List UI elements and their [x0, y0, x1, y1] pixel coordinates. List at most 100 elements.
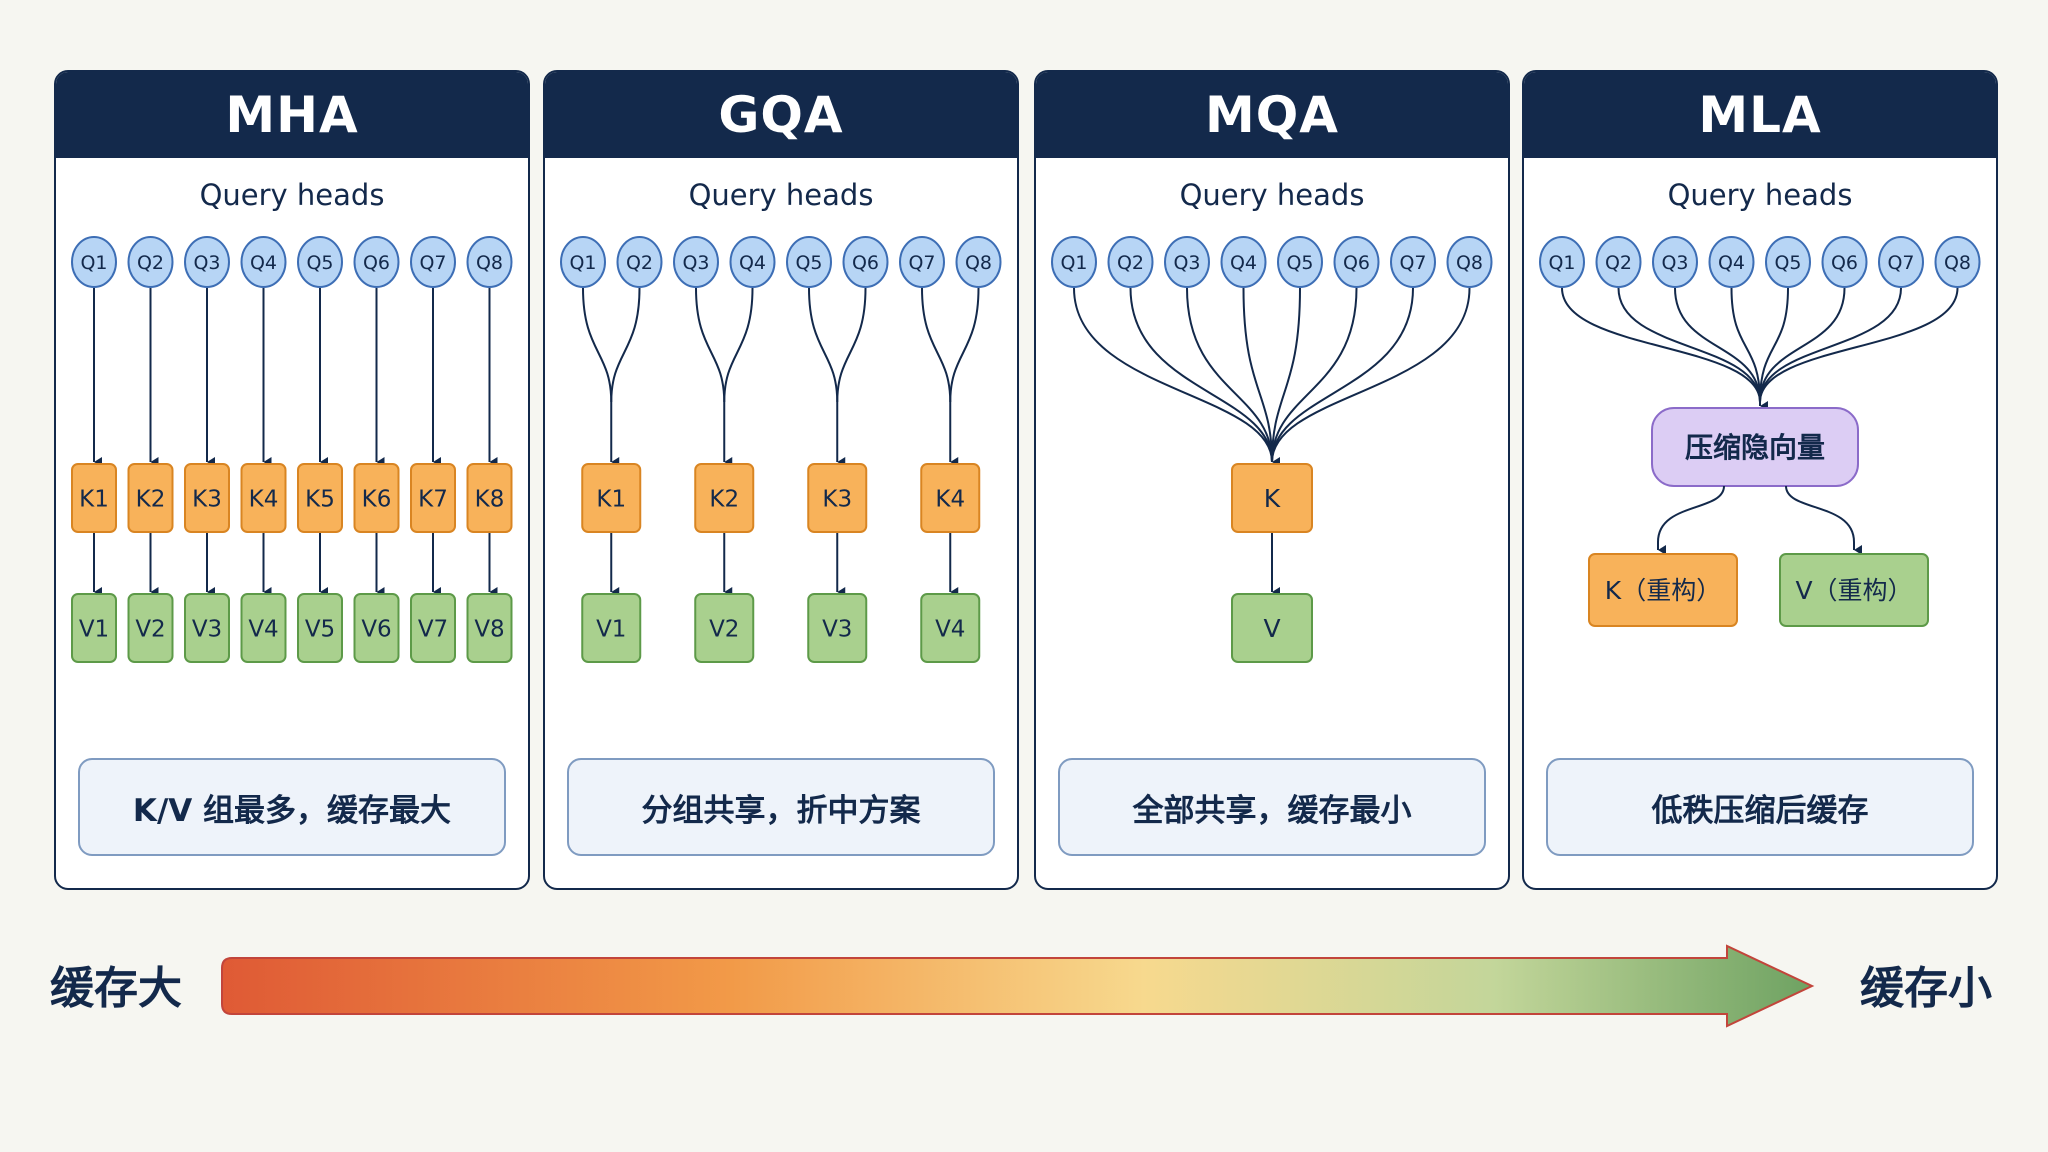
query-head-q3: Q3: [673, 236, 719, 288]
gradient-arrow: [221, 944, 1815, 1028]
svg-text:Q8: Q8: [1456, 252, 1483, 274]
query-head-q3: Q3: [184, 236, 230, 288]
mla-diagram: 压缩隐向量 K（重构） V（重构） Q1 Q2 Q3 Q4 Q5 Q6 Q7 Q8: [1539, 236, 1981, 627]
svg-text:Q8: Q8: [476, 252, 503, 274]
query-head-q3: Q3: [1164, 236, 1210, 288]
svg-text:Q4: Q4: [1718, 252, 1745, 274]
value-1: V1: [71, 593, 117, 663]
svg-text:Q2: Q2: [626, 252, 653, 274]
panel-title: MLA: [1524, 72, 1996, 158]
key-1: K1: [581, 463, 642, 533]
query-head-q6: Q6: [1821, 236, 1868, 288]
panel-caption: 低秩压缩后缓存: [1546, 758, 1974, 856]
svg-text:Q6: Q6: [852, 252, 879, 274]
svg-text:Q1: Q1: [569, 252, 596, 274]
value-2: V2: [694, 593, 755, 663]
svg-text:Q3: Q3: [1173, 252, 1200, 274]
svg-text:V2: V2: [135, 616, 165, 642]
svg-text:Q1: Q1: [1548, 252, 1575, 274]
svg-text:Q7: Q7: [1399, 252, 1426, 274]
svg-text:V5: V5: [305, 616, 335, 642]
svg-text:Q2: Q2: [1605, 252, 1632, 274]
svg-text:V3: V3: [822, 616, 852, 642]
query-head-q1: Q1: [1539, 236, 1585, 288]
query-head-q5: Q5: [1277, 236, 1323, 288]
query-heads-label: Query heads: [688, 178, 874, 212]
key-1: K1: [71, 463, 117, 533]
query-head-q2: Q2: [1595, 236, 1642, 288]
svg-text:Q6: Q6: [1343, 252, 1370, 274]
query-head-q1: Q1: [71, 236, 117, 288]
svg-text:Q1: Q1: [80, 252, 107, 274]
query-head-q7: Q7: [1390, 236, 1436, 288]
value-7: V7: [410, 593, 456, 663]
panel-title: GQA: [545, 72, 1017, 158]
key-7: K7: [410, 463, 456, 533]
panel-caption: 分组共享，折中方案: [567, 758, 995, 856]
svg-text:K1: K1: [596, 486, 626, 512]
svg-text:Q1: Q1: [1060, 252, 1087, 274]
scale-left-label: 缓存大: [50, 963, 182, 1014]
panel-title: MQA: [1036, 72, 1508, 158]
svg-text:K3: K3: [822, 486, 852, 512]
svg-text:K1: K1: [79, 486, 109, 512]
svg-text:K7: K7: [418, 486, 448, 512]
svg-text:V7: V7: [418, 616, 448, 642]
svg-text:V（重构）: V（重构）: [1795, 576, 1912, 605]
query-head-q8: Q8: [1446, 236, 1493, 288]
value-5: V5: [297, 593, 343, 663]
svg-text:Q5: Q5: [1774, 252, 1801, 274]
svg-text:V3: V3: [192, 616, 222, 642]
key-3: K3: [184, 463, 230, 533]
svg-text:Q5: Q5: [306, 252, 333, 274]
svg-text:K2: K2: [709, 486, 739, 512]
query-head-q4: Q4: [1220, 236, 1267, 288]
svg-text:K4: K4: [935, 486, 965, 512]
panel-title: MHA: [56, 72, 528, 158]
key-3: K3: [807, 463, 868, 533]
query-head-q3: Q3: [1652, 236, 1698, 288]
query-head-q6: Q6: [1333, 236, 1380, 288]
svg-text:V4: V4: [248, 616, 278, 642]
svg-text:Q2: Q2: [1117, 252, 1144, 274]
value-6: V6: [353, 593, 400, 663]
key-8: K8: [466, 463, 513, 533]
query-head-q8: Q8: [466, 236, 513, 288]
svg-text:V: V: [1263, 614, 1280, 643]
query-head-q5: Q5: [1765, 236, 1811, 288]
svg-text:K2: K2: [136, 486, 166, 512]
svg-text:K4: K4: [249, 486, 279, 512]
svg-text:V4: V4: [935, 616, 965, 642]
svg-text:Q7: Q7: [1887, 252, 1914, 274]
query-heads-label: Query heads: [199, 178, 385, 212]
value-8: V8: [466, 593, 513, 663]
query-head-q1: Q1: [1051, 236, 1097, 288]
svg-text:Q2: Q2: [137, 252, 164, 274]
svg-text:Q5: Q5: [795, 252, 822, 274]
svg-text:Q4: Q4: [1230, 252, 1257, 274]
key-shared: K: [1231, 463, 1313, 533]
key-reconstructed: K（重构）: [1588, 553, 1738, 627]
query-head-q8: Q8: [955, 236, 1002, 288]
value-4: V4: [240, 593, 287, 663]
svg-text:Q7: Q7: [419, 252, 446, 274]
svg-text:Q7: Q7: [908, 252, 935, 274]
svg-text:压缩隐向量: 压缩隐向量: [1685, 431, 1825, 464]
key-5: K5: [297, 463, 343, 533]
svg-text:Q8: Q8: [965, 252, 992, 274]
key-2: K2: [694, 463, 755, 533]
scale-right-label: 缓存小: [1860, 963, 1992, 1014]
query-head-q4: Q4: [729, 236, 776, 288]
query-head-q4: Q4: [240, 236, 287, 288]
key-4: K4: [920, 463, 981, 533]
value-shared: V: [1231, 593, 1313, 663]
svg-text:Q8: Q8: [1944, 252, 1971, 274]
query-head-q5: Q5: [297, 236, 343, 288]
svg-text:Q3: Q3: [682, 252, 709, 274]
svg-text:K: K: [1264, 484, 1281, 513]
